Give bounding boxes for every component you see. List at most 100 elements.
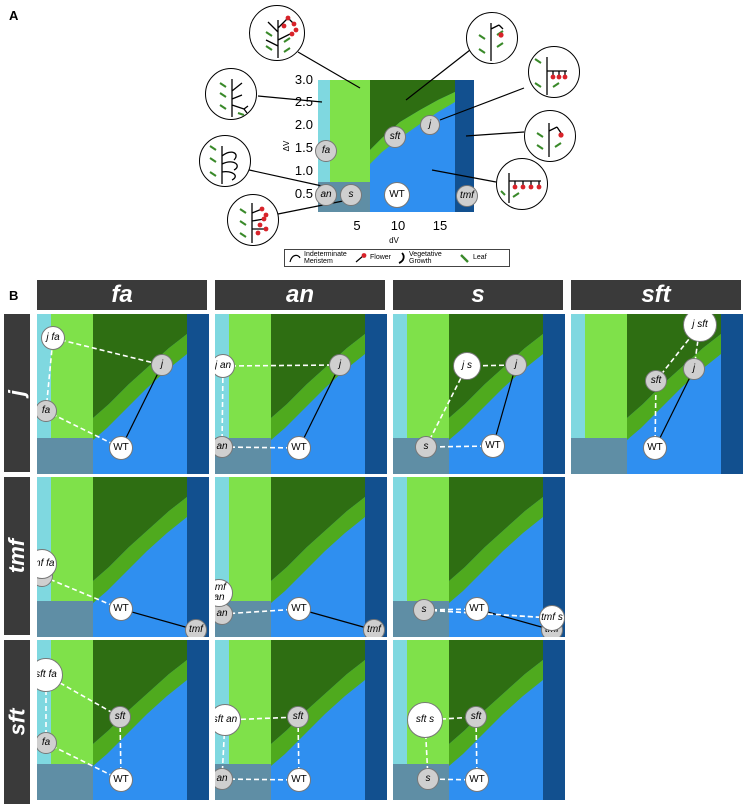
plant-sketch-icon (534, 57, 568, 95)
column-header-fa: fa (37, 280, 207, 310)
plant-sketch-icon (500, 173, 542, 203)
genotype-node-double: tmf s (539, 605, 565, 631)
legend-indeterminate: Indeterminate Meristem (288, 251, 350, 266)
plant-bubble-an (199, 135, 251, 187)
legend-label: Leaf (473, 254, 487, 262)
node-s: s (340, 184, 362, 206)
plant-bubble-tmf (496, 158, 548, 210)
genotype-node-single: fa (37, 400, 57, 422)
node-fa: fa (315, 140, 337, 162)
genotype-node-double: sft an (215, 704, 241, 736)
genotype-node-wt: WT (287, 597, 311, 621)
genotype-node-double: j an (215, 354, 235, 378)
plant-bubble-tmf-like (524, 110, 576, 162)
genotype-node-target: sft (109, 706, 131, 728)
genotype-node-single: s (413, 599, 435, 621)
genotype-node-target: tmf (363, 619, 385, 637)
phase-map (571, 314, 743, 474)
genotype-node-wt: WT (465, 768, 489, 792)
y-tick: 3.0 (295, 72, 313, 87)
legend-flower: Flower (354, 252, 391, 264)
plant-sketch-icon (219, 79, 249, 117)
genotype-node-double: tmf an (215, 579, 233, 607)
row-header-j: j (4, 314, 30, 472)
plant-sketch-icon (209, 145, 238, 184)
phase-tile-tmf-s: stmfWTtmf s (393, 477, 565, 637)
vegetative-growth-icon (398, 252, 405, 264)
x-tick: 10 (391, 218, 405, 233)
genotype-node-double: j sft (683, 314, 717, 342)
genotype-node-double: sft s (407, 702, 443, 738)
node-tmf: tmf (456, 185, 478, 207)
panel-a-y-ticks: 3.0 2.5 2.0 1.5 1.0 0.5 (295, 72, 313, 201)
column-header-an: an (215, 280, 385, 310)
plant-sketch-icon (536, 123, 564, 157)
node-wt: WT (384, 182, 410, 208)
genotype-node-target: sft (465, 706, 487, 728)
genotype-node-wt: WT (643, 436, 667, 460)
node-j: j (420, 115, 440, 135)
genotype-node-single: an (215, 768, 233, 790)
column-header-s: s (393, 280, 563, 310)
y-tick: 2.5 (295, 94, 313, 109)
genotype-node-single: s (415, 436, 437, 458)
phase-tile-tmf-fa: fatmfWTtmf fa (37, 477, 209, 637)
panel-label-b: B (9, 288, 19, 303)
genotype-node-target: j (151, 354, 173, 376)
genotype-node-wt: WT (481, 434, 505, 458)
leaf-icon (460, 254, 469, 263)
panel-a-diagram: 3.0 2.5 2.0 1.5 1.0 0.5 5 10 15 dV ΔV (239, 49, 525, 245)
genotype-node-single: s (417, 768, 439, 790)
plant-bubble-j-like (466, 12, 518, 64)
y-tick: 1.0 (295, 163, 313, 178)
node-sft: sft (384, 126, 406, 148)
legend-vegetative: Vegetative Growth (395, 251, 455, 266)
phase-tile-tmf-an: antmfWTtmf an (215, 477, 387, 637)
genotype-node-target: j (505, 354, 527, 376)
column-header-sft: sft (571, 280, 741, 310)
row-header-tmf: tmf (4, 477, 30, 635)
genotype-node-target: sft (287, 706, 309, 728)
genotype-node-target: tmf (185, 619, 207, 637)
genotype-node-single: an (215, 436, 233, 458)
y-tick: 2.0 (295, 117, 313, 132)
genotype-node-wt: WT (109, 768, 133, 792)
plant-sketch-icon (265, 15, 299, 58)
phase-map (215, 477, 387, 637)
plant-bubble-fa-like (205, 68, 257, 120)
y-axis-label: ΔV (282, 140, 291, 151)
genotype-node-double: j fa (41, 326, 65, 350)
y-tick: 1.5 (295, 140, 313, 155)
genotype-node-single: sft (645, 370, 667, 392)
row-header-sft: sft (4, 640, 30, 804)
genotype-node-target: j (329, 354, 351, 376)
plant-bubble-s (227, 194, 279, 246)
genotype-node-wt: WT (465, 597, 489, 621)
genotype-node-single: fa (37, 732, 57, 754)
legend-label: Flower (370, 254, 392, 262)
legend-leaf: Leaf (459, 252, 487, 264)
legend-label: Indeterminate Meristem (304, 250, 347, 265)
genotype-node-wt: WT (109, 436, 133, 460)
plant-sketch-icon (478, 23, 504, 61)
genotype-node-double: j s (453, 352, 481, 380)
phase-map (215, 314, 387, 474)
plant-bubble-j (528, 46, 580, 98)
indeterminate-meristem-icon (289, 254, 301, 263)
plant-sketch-icon (239, 203, 269, 243)
legend-label: Vegetative Growth (409, 250, 442, 265)
x-tick: 15 (433, 218, 447, 233)
panel-a-x-ticks: 5 10 15 (353, 218, 447, 233)
flower-icon (355, 253, 367, 263)
genotype-node-wt: WT (109, 597, 133, 621)
genotype-node-wt: WT (287, 768, 311, 792)
genotype-node-double: sft fa (37, 658, 63, 692)
x-tick: 5 (353, 218, 360, 233)
x-axis-label: dV (389, 236, 399, 245)
